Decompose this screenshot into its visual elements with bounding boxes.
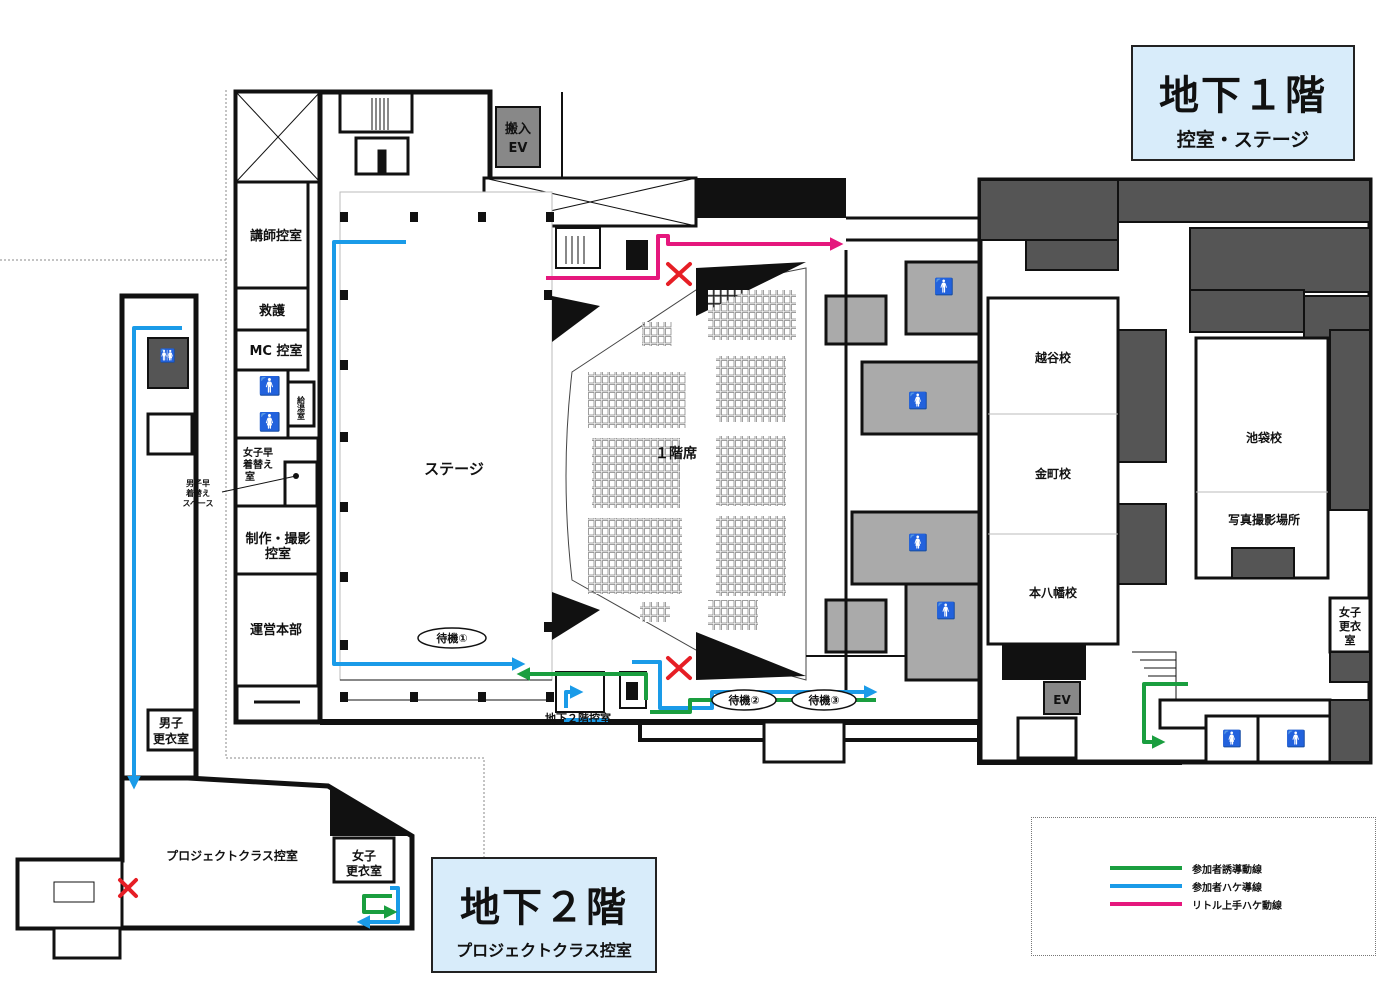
room-girls-quick-2: 着替え: [242, 458, 273, 471]
room-kitchenette: 給湯室: [296, 395, 306, 421]
room-girls-locker-b1-1: 女子: [1339, 605, 1361, 619]
restroom-block-center: [806, 250, 982, 700]
room-kinmachi: 金町校: [1034, 466, 1072, 481]
legend-row-little: リトル上手ハケ動線: [1110, 896, 1282, 912]
legend-row-guide: 参加者誘導動線: [1110, 860, 1262, 876]
legend-label-little: リトル上手ハケ動線: [1192, 900, 1282, 912]
room-mc: MC 控室: [249, 343, 302, 359]
callout-dot: [293, 473, 299, 479]
legend: 参加者誘導動線 参加者ハケ導線 リトル上手ハケ動線: [1031, 817, 1376, 956]
room-ev: EV: [1053, 693, 1071, 707]
legend-line-guide: [1110, 866, 1182, 870]
waiting-labels: 待機① 待機② 待機③: [435, 631, 839, 707]
room-seats: １階席: [655, 445, 697, 462]
room-girls-quick-3: 室: [245, 470, 255, 483]
guide-route: [362, 667, 1188, 919]
waiting-2: 待機②: [727, 693, 759, 707]
room-production-2: 控室: [265, 546, 291, 562]
title-b1: 地下１階 控室・ステージ: [1131, 45, 1355, 161]
svg-text:🚺: 🚺: [908, 533, 928, 552]
room-rescue: 救護: [259, 303, 286, 319]
legend-label-exit: 参加者ハケ導線: [1192, 882, 1262, 894]
room-girls-locker-b2-2: 更衣室: [346, 863, 382, 878]
carry-ev-label: 搬入: [505, 121, 531, 137]
stage-left-rooms: [552, 227, 648, 713]
svg-text:🚻: 🚻: [160, 348, 176, 364]
room-girls-quick-1: 女子早: [243, 446, 273, 459]
room-project-class: プロジェクトクラス控室: [166, 848, 298, 863]
title-b1-sub: 控室・ステージ: [1176, 129, 1310, 151]
title-b1-main: 地下１階: [1159, 73, 1327, 119]
legend-label-guide: 参加者誘導動線: [1192, 864, 1262, 876]
title-b2: 地下２階 プロジェクトクラス控室: [431, 857, 657, 973]
legend-row-exit: 参加者ハケ導線: [1110, 878, 1262, 894]
svg-text:🚺: 🚺: [908, 391, 928, 410]
room-boys-locker-1: 男子: [159, 716, 183, 730]
room-hq: 運営本部: [250, 622, 302, 638]
room-motoyawata: 本八幡校: [1029, 585, 1078, 600]
right-wing: [977, 177, 1373, 765]
svg-text:🚹: 🚹: [936, 601, 956, 620]
room-labels: 講師控室 救護 MC 控室 給湯室 女子早 着替え 室 男子早 着替え スペース…: [153, 228, 1362, 878]
backstage-wing: [233, 89, 560, 725]
room-production-1: 制作・撮影: [245, 531, 310, 547]
little-exit-route: [546, 234, 844, 280]
svg-text:🚹: 🚹: [934, 277, 954, 296]
svg-text:🚺: 🚺: [1222, 729, 1242, 748]
room-girls-locker-b2-1: 女子: [352, 848, 376, 863]
room-boys-quick-3: スペース: [182, 499, 213, 508]
lower-alcove: [762, 720, 846, 764]
room-koshigaya: 越谷校: [1034, 350, 1072, 365]
dotted-boundary: [0, 90, 485, 857]
svg-text:🚺: 🚺: [259, 411, 281, 433]
title-b2-sub: プロジェクトクラス控室: [456, 941, 632, 960]
room-girls-locker-b1-3: 室: [1345, 633, 1356, 647]
waiting-1: 待機①: [435, 631, 467, 645]
room-lecturer: 講師控室: [250, 228, 302, 244]
room-photo: 写真撮影場所: [1228, 512, 1300, 527]
room-ikebukuro: 池袋校: [1246, 430, 1283, 445]
restroom-icon: 🚹 🚺 🚹 🚺 🚺 🚹 🚺 🚹: [259, 277, 1306, 748]
legend-line-little: [1110, 902, 1182, 906]
waiting-3: 待機③: [807, 693, 839, 707]
room-boys-locker-2: 更衣室: [153, 731, 189, 746]
room-boys-quick-2: 着替え: [185, 488, 210, 498]
svg-text:🚹: 🚹: [1286, 729, 1306, 748]
carry-in-elevator: [495, 106, 541, 168]
svg-text:🚹: 🚹: [259, 375, 281, 397]
blocked-marker: [118, 262, 692, 898]
stairs-top: [338, 90, 414, 176]
room-girls-locker-b1-2: 更衣: [1339, 619, 1362, 633]
carry-ev-label-2: EV: [509, 141, 528, 156]
room-stage: ステージ: [424, 460, 484, 478]
waiting-spots: [417, 627, 857, 711]
auditorium: [565, 262, 807, 681]
callout-line: [221, 475, 297, 493]
title-b2-main: 地下２階: [460, 885, 628, 931]
room-boys-quick-1: 男子早: [186, 479, 210, 488]
stage-area: [339, 191, 553, 701]
exit-route: [127, 240, 878, 929]
legend-line-exit: [1110, 884, 1182, 888]
stage-pillars: [340, 212, 554, 702]
room-b2-waiting: 地下２階控室: [545, 711, 611, 725]
